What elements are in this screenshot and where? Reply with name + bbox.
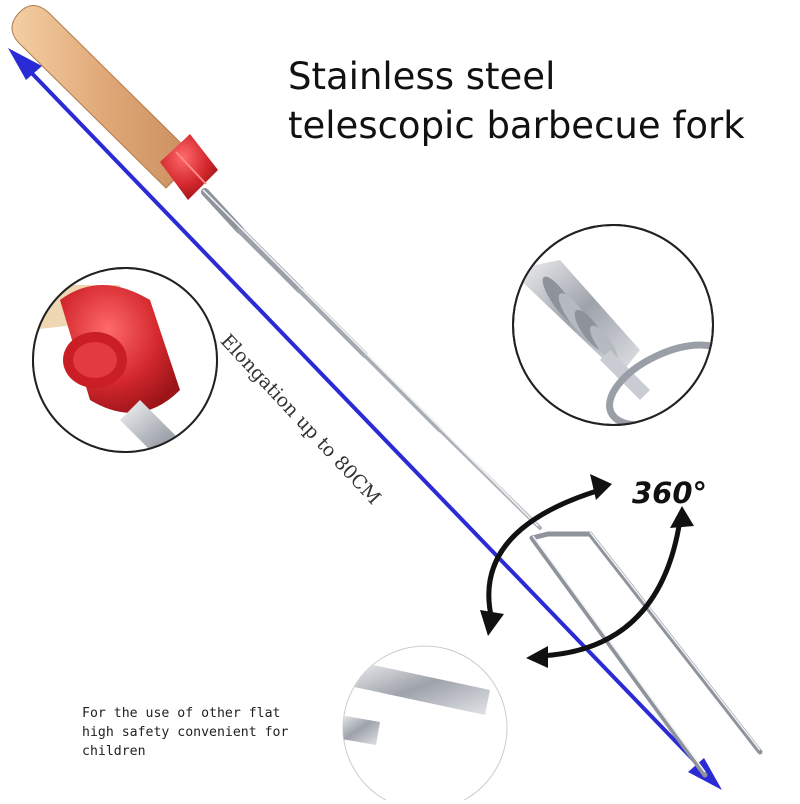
product-title: Stainless steel telescopic barbecue fork <box>288 52 745 150</box>
wooden-handle <box>11 5 218 200</box>
rotation-arrows <box>480 474 694 668</box>
note-line-1: For the use of other flat <box>82 706 281 721</box>
title-line-2: telescopic barbecue fork <box>288 104 745 147</box>
cap-detail-inset <box>32 267 218 453</box>
note-line-2: high safety convenient for <box>82 725 289 740</box>
telescopic-rod <box>201 188 542 530</box>
usage-note: For the use of other flat high safety co… <box>82 704 288 761</box>
joint-detail-inset <box>512 224 714 426</box>
tine-tip-inset <box>342 645 508 804</box>
note-line-3: children <box>82 744 146 759</box>
title-line-1: Stainless steel <box>288 55 556 98</box>
rotation-label: 360° <box>632 476 708 510</box>
fork-tines <box>529 531 763 778</box>
